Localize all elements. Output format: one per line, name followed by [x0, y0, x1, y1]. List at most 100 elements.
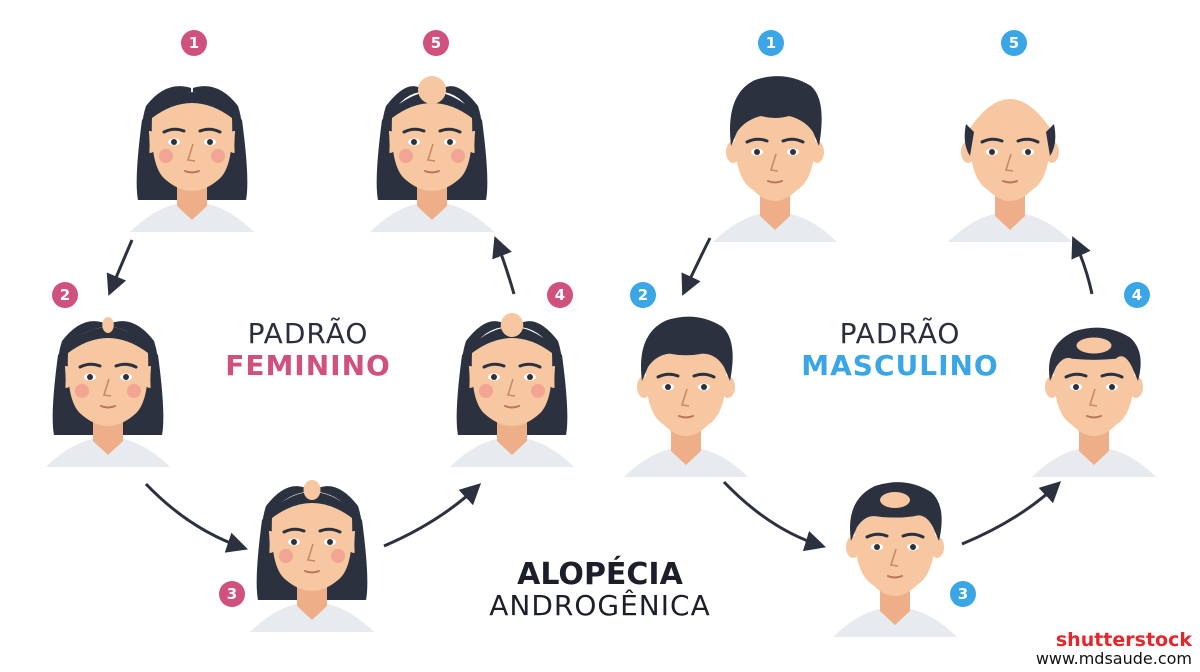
- stage-number: 2: [60, 286, 70, 304]
- cheek-blush: [531, 384, 545, 398]
- nose: [306, 543, 316, 562]
- hair-right: [193, 86, 244, 180]
- pupil: [910, 544, 916, 550]
- arrow-f2-to-f3: [144, 482, 248, 553]
- stage-badge-circle: [1124, 282, 1150, 308]
- female-stage-badge-1: 1: [181, 30, 207, 56]
- male-stage-badge-2: 2: [630, 282, 656, 308]
- cheek-blush: [451, 149, 465, 163]
- stage-number: 2: [638, 286, 648, 304]
- pupil: [527, 374, 533, 380]
- pupil: [447, 139, 453, 145]
- eyebrow: [482, 362, 506, 369]
- cheek-blush: [279, 549, 293, 563]
- nose: [426, 143, 436, 162]
- nose: [889, 548, 899, 567]
- stage-number: 5: [1009, 34, 1019, 52]
- bald-crown: [970, 99, 1050, 128]
- source-url: www.mdsaude.com: [1035, 649, 1192, 669]
- diagram-title-line2: ANDROGÊNICA: [489, 589, 711, 622]
- shutterstock-watermark: shutterstock: [1055, 629, 1192, 652]
- thinning-patch: [303, 480, 321, 500]
- mouth: [1002, 180, 1018, 184]
- hair-left: [56, 321, 105, 415]
- hair: [1049, 327, 1141, 381]
- stage-badge-circle: [52, 282, 78, 308]
- eyebrow: [1100, 372, 1124, 379]
- stage-number: 3: [958, 585, 968, 603]
- male-pattern-label: PADRÃO MASCULINO: [770, 317, 1030, 383]
- hair-right: [318, 486, 364, 580]
- male-face-stage-5: [948, 99, 1072, 242]
- side-hair: [964, 124, 974, 156]
- arrow-m2-to-m3: [722, 480, 827, 552]
- female-face-stage-3: [250, 480, 374, 632]
- mouth: [1086, 415, 1102, 419]
- arrow-f1-to-f2: [106, 239, 134, 296]
- arrow-m1-to-m2: [681, 237, 712, 296]
- stage-number: 4: [555, 286, 565, 304]
- male-pattern-title-line2: MASCULINO: [801, 349, 999, 383]
- diagram-title: ALOPÉCIA ANDROGÊNICA: [440, 558, 760, 622]
- female-stage-badge-5: 5: [423, 30, 449, 56]
- hair: [850, 482, 942, 541]
- male-face-stage-3: [833, 482, 957, 637]
- male-face-stage-1: [713, 76, 837, 242]
- arrow-f4-to-f5: [492, 236, 516, 295]
- nose: [680, 388, 690, 407]
- pupil: [291, 539, 297, 545]
- male-stage-badge-3: 3: [950, 581, 976, 607]
- stage-badge-circle: [630, 282, 656, 308]
- pupil: [665, 384, 671, 390]
- nose: [186, 143, 196, 162]
- cheek-blush: [211, 149, 225, 163]
- mouth: [184, 170, 200, 174]
- pupil: [491, 374, 497, 380]
- stage-badge-circle: [219, 581, 245, 607]
- stage-badge-circle: [1001, 30, 1027, 56]
- thinning-patch: [1076, 337, 1112, 354]
- arrow-f3-to-f4: [383, 483, 482, 548]
- female-stage-badge-3: 3: [219, 581, 245, 607]
- hair-right: [444, 86, 484, 180]
- mouth: [424, 170, 440, 174]
- cheek-blush: [75, 384, 89, 398]
- pupil: [171, 139, 177, 145]
- eyebrow: [282, 527, 306, 534]
- eyebrow: [198, 127, 222, 134]
- mouth: [767, 180, 783, 184]
- eyebrow: [402, 127, 426, 134]
- pupil: [1073, 384, 1079, 390]
- female-face-stage-4: [450, 313, 574, 467]
- eyebrow: [438, 127, 462, 134]
- thinning-patch: [418, 76, 446, 104]
- stage-number: 1: [189, 34, 199, 52]
- female-face-stage-2: [46, 317, 170, 467]
- stage-badge-circle: [181, 30, 207, 56]
- hair-left: [460, 321, 503, 415]
- female-pattern-label: PADRÃO FEMININO: [178, 317, 438, 382]
- pupil: [411, 139, 417, 145]
- thinning-patch: [102, 317, 114, 333]
- pupil: [1025, 149, 1031, 155]
- eyebrow: [656, 372, 680, 379]
- male-face-stage-4: [1032, 327, 1156, 477]
- eyebrow: [518, 362, 542, 369]
- thinning-patch: [880, 492, 910, 508]
- male-stage-badge-5: 5: [1001, 30, 1027, 56]
- cheek-blush: [331, 549, 345, 563]
- neck: [760, 190, 790, 230]
- nose: [1004, 153, 1014, 172]
- mouth: [887, 575, 903, 579]
- hair-left: [380, 86, 420, 180]
- eyebrow: [980, 137, 1004, 144]
- female-pattern-title-line1: PADRÃO: [247, 317, 369, 350]
- female-face-stage-5: [370, 76, 494, 232]
- cheek-blush: [159, 149, 173, 163]
- pupil: [790, 149, 796, 155]
- eyebrow: [114, 362, 138, 369]
- pupil: [701, 384, 707, 390]
- eyebrow: [1016, 137, 1040, 144]
- eyebrow: [1064, 372, 1088, 379]
